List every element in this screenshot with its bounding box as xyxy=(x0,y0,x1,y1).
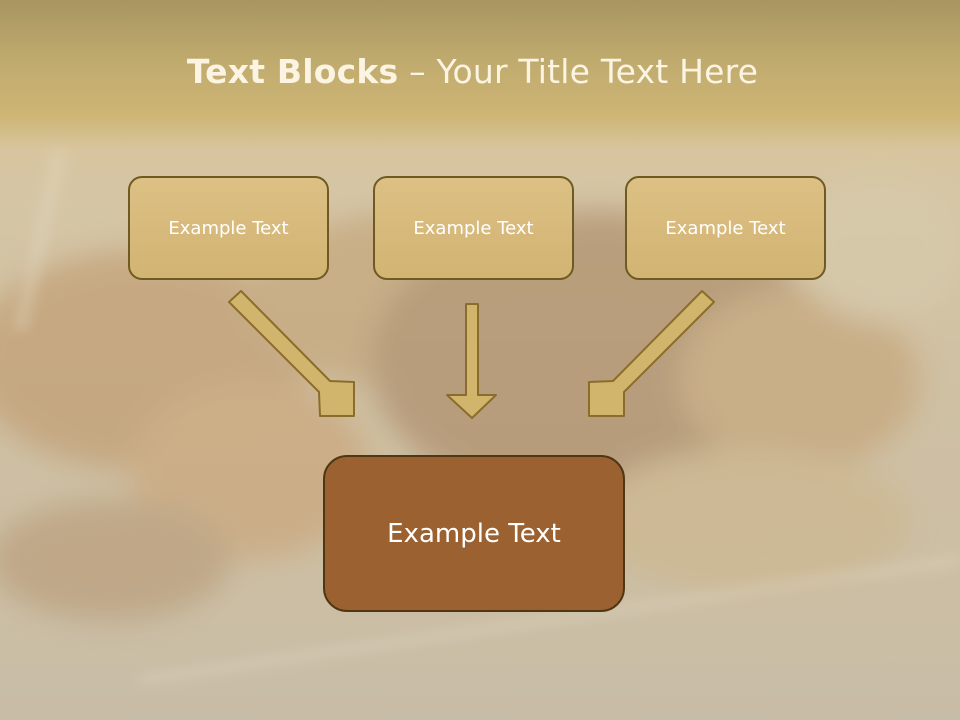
text-block-3-label: Example Text xyxy=(665,217,786,239)
main-text-block-label: Example Text xyxy=(387,518,561,549)
title-rest-text: Your Title Text Here xyxy=(436,52,759,91)
title-bold-text: Text Blocks xyxy=(186,52,399,91)
text-block-1[interactable]: Example Text xyxy=(128,176,329,280)
main-text-block[interactable]: Example Text xyxy=(323,455,625,612)
arrow-right xyxy=(588,290,715,417)
arrow-center xyxy=(446,303,497,419)
text-block-2[interactable]: Example Text xyxy=(373,176,574,280)
slide-title: Text Blocks – Your Title Text Here xyxy=(0,52,945,91)
text-block-3[interactable]: Example Text xyxy=(625,176,826,280)
title-dash: – xyxy=(398,52,437,91)
text-block-2-label: Example Text xyxy=(413,217,534,239)
text-block-1-label: Example Text xyxy=(168,217,289,239)
arrow-left xyxy=(228,290,355,417)
